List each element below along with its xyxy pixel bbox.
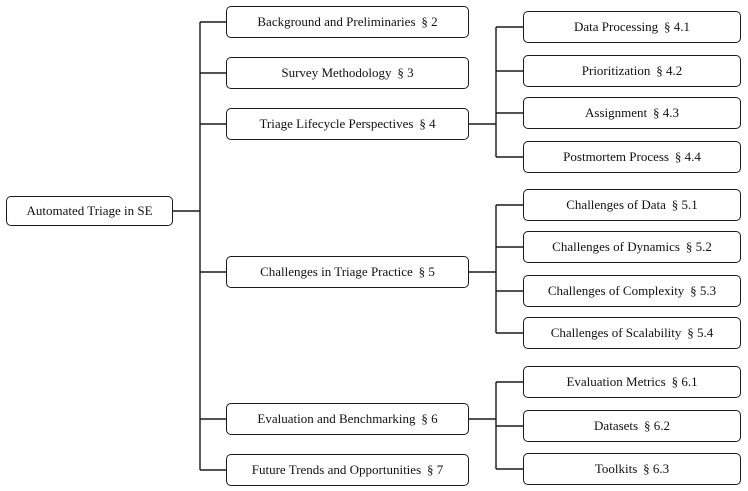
subsection-number: § 4.2 <box>656 63 683 78</box>
subsection-label: Challenges of Dynamics <box>552 239 680 254</box>
section-number: § 6 <box>421 411 438 426</box>
section-label: Challenges in Triage Practice <box>260 264 413 279</box>
section-number: § 3 <box>397 65 414 80</box>
subsection-challenges-scalability-node: Challenges of Scalability § 5.4 <box>523 317 741 349</box>
section-number: § 2 <box>421 14 438 29</box>
subsection-number: § 5.2 <box>685 239 712 254</box>
section-label: Survey Methodology <box>281 65 392 80</box>
section-label: Triage Lifecycle Perspectives <box>259 116 414 131</box>
subsection-label: Prioritization <box>581 63 651 78</box>
subsection-number: § 4.1 <box>663 19 690 34</box>
subsection-number: § 4.3 <box>652 105 679 120</box>
subsection-number: § 6.2 <box>643 418 670 433</box>
section-background-node: Background and Preliminaries § 2 <box>226 6 469 38</box>
subsection-number: § 6.1 <box>671 374 698 389</box>
subsection-label: Challenges of Data <box>566 197 666 212</box>
subsection-data-processing-node: Data Processing § 4.1 <box>523 11 741 43</box>
section-survey-methodology-node: Survey Methodology § 3 <box>226 57 469 89</box>
subsection-label: Challenges of Complexity <box>547 283 685 298</box>
subsection-challenges-dynamics-node: Challenges of Dynamics § 5.2 <box>523 231 741 263</box>
subsection-number: § 6.3 <box>643 461 670 476</box>
subsection-assignment-node: Assignment § 4.3 <box>523 97 741 129</box>
subsection-number: § 5.4 <box>687 325 714 340</box>
subsection-toolkits-node: Toolkits § 6.3 <box>523 453 741 485</box>
subsection-postmortem-node: Postmortem Process § 4.4 <box>523 141 741 173</box>
section-number: § 4 <box>419 116 436 131</box>
subsection-challenges-complexity-node: Challenges of Complexity § 5.3 <box>523 275 741 307</box>
subsection-number: § 5.1 <box>671 197 698 212</box>
root-label: Automated Triage in SE <box>26 203 153 218</box>
section-number: § 5 <box>418 264 435 279</box>
subsection-prioritization-node: Prioritization § 4.2 <box>523 55 741 87</box>
subsection-number: § 4.4 <box>674 149 701 164</box>
section-evaluation-node: Evaluation and Benchmarking § 6 <box>226 403 469 435</box>
subsection-datasets-node: Datasets § 6.2 <box>523 410 741 442</box>
section-label: Background and Preliminaries <box>257 14 416 29</box>
section-label: Evaluation and Benchmarking <box>257 411 416 426</box>
subsection-challenges-data-node: Challenges of Data § 5.1 <box>523 189 741 221</box>
subsection-number: § 5.3 <box>690 283 717 298</box>
section-future-trends-node: Future Trends and Opportunities § 7 <box>226 454 469 486</box>
subsection-label: Evaluation Metrics <box>566 374 666 389</box>
subsection-label: Datasets <box>594 418 639 433</box>
section-triage-lifecycle-node: Triage Lifecycle Perspectives § 4 <box>226 108 469 140</box>
subsection-label: Assignment <box>585 105 648 120</box>
subsection-label: Challenges of Scalability <box>550 325 682 340</box>
root-node: Automated Triage in SE <box>6 196 173 226</box>
section-challenges-node: Challenges in Triage Practice § 5 <box>226 256 469 288</box>
subsection-label: Postmortem Process <box>563 149 669 164</box>
subsection-label: Data Processing <box>574 19 659 34</box>
subsection-label: Toolkits <box>594 461 638 476</box>
section-label: Future Trends and Opportunities <box>251 462 422 477</box>
subsection-evaluation-metrics-node: Evaluation Metrics § 6.1 <box>523 366 741 398</box>
section-number: § 7 <box>426 462 444 477</box>
